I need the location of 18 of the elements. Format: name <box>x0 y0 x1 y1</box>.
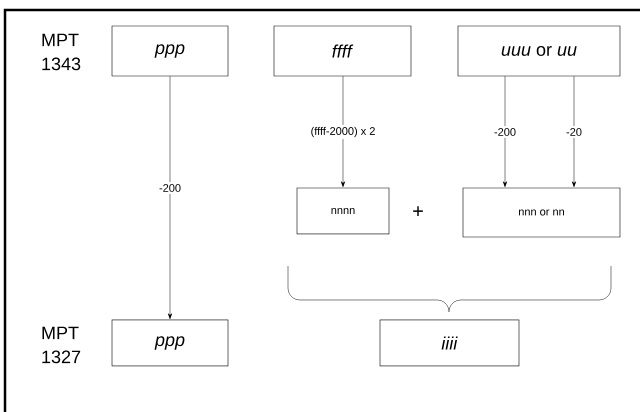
arrow <box>168 76 172 320</box>
text-box: uuu or uu <box>458 26 620 76</box>
arrow <box>340 76 346 188</box>
mpt-label: MPT 1343 <box>42 34 80 70</box>
edge-label: (ffff-2000) x 2 <box>308 124 378 140</box>
text-box: nnnn <box>296 188 390 234</box>
text-box: iiii <box>380 320 520 366</box>
text-box: nnn or nn <box>462 188 620 238</box>
plus-sign: + <box>413 206 423 216</box>
edge-label: -20 <box>564 126 584 138</box>
edge-label: -200 <box>492 126 518 138</box>
arrow <box>502 76 508 188</box>
edge-label: -200 <box>157 182 184 194</box>
mpt-label: MPT 1327 <box>42 326 80 364</box>
text-box: ppp <box>112 320 228 366</box>
arrow <box>572 76 576 188</box>
text-box: ffff <box>274 26 412 76</box>
text-box: ppp <box>112 26 228 76</box>
